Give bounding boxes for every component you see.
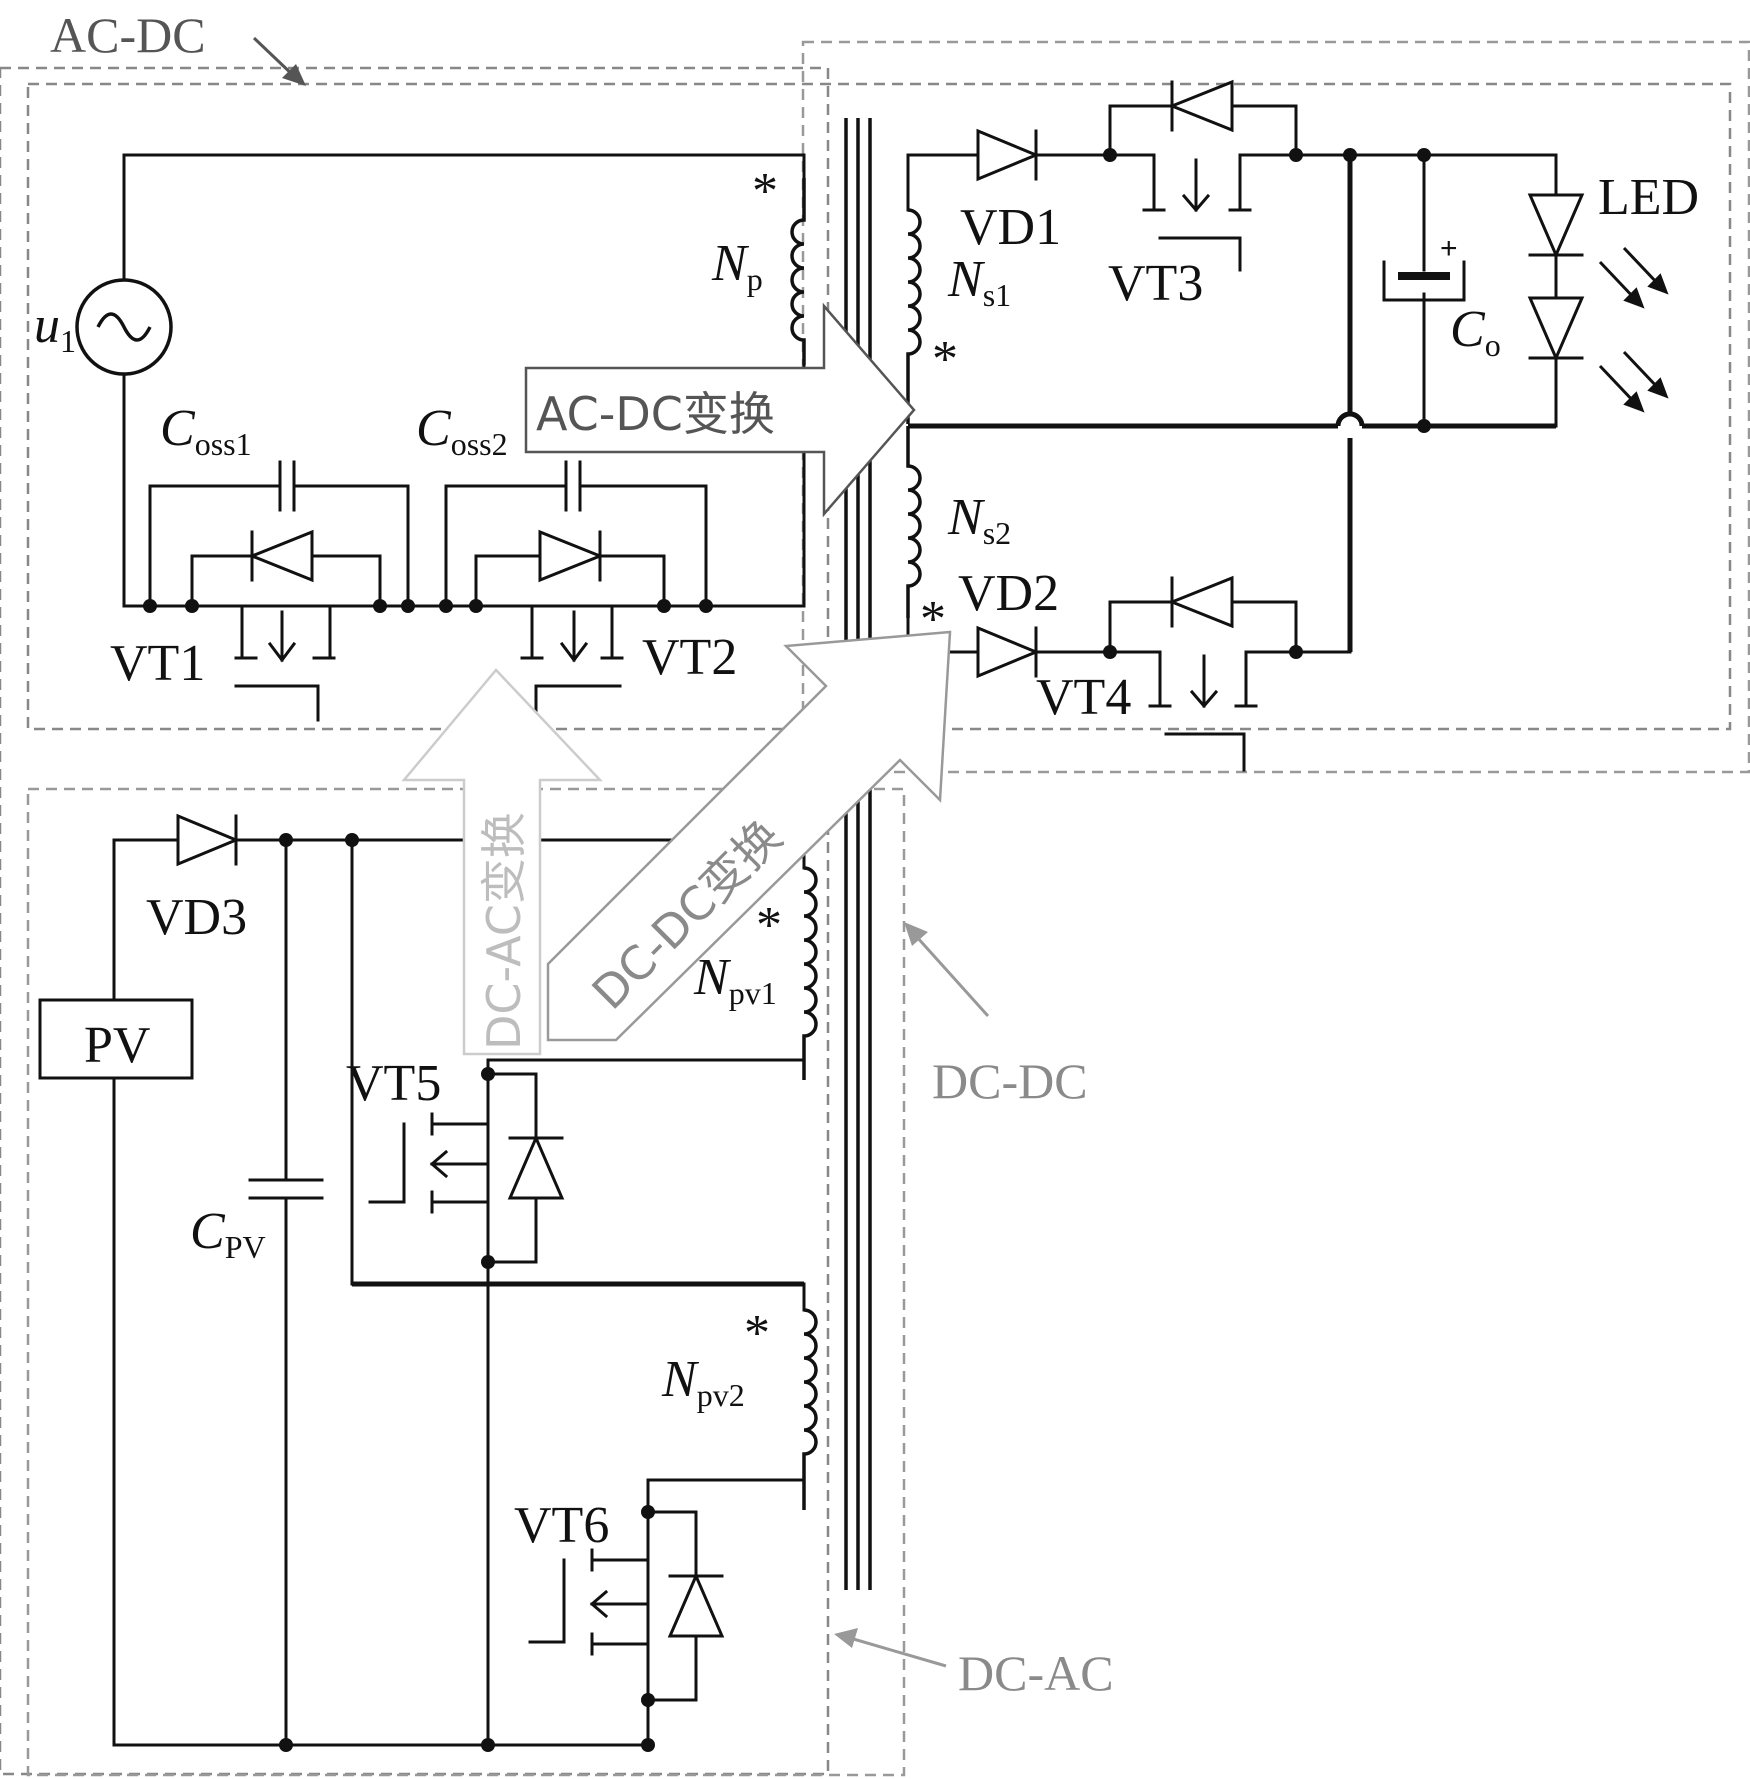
cpv-capacitor xyxy=(248,1178,324,1200)
ns2-winding xyxy=(906,426,922,618)
co-plus-mark: + xyxy=(1440,232,1458,265)
dc-dc-flow-arrow xyxy=(546,630,952,1042)
ac-dc-flow-arrow xyxy=(524,302,916,518)
ac-dc-flow-label: AC-DC变换 xyxy=(536,387,775,441)
vt1-label: VT1 xyxy=(110,635,205,692)
ns1-label: Ns1 xyxy=(947,251,1011,313)
dc-dc-pointer-arrow xyxy=(904,922,990,1018)
vt6-mosfet xyxy=(528,1510,725,1702)
dc-dc-block-label: DC-DC xyxy=(932,1053,1088,1109)
vd3-diode xyxy=(176,813,240,867)
vd1-label: VD1 xyxy=(960,199,1061,256)
dc-ac-pointer-arrow xyxy=(834,1628,947,1668)
npv2-dot-mark: * xyxy=(744,1305,770,1362)
ns1-winding xyxy=(906,208,922,424)
co-label: Co xyxy=(1450,301,1501,363)
ns1-dot-mark: * xyxy=(932,331,958,388)
vt1-body-diode xyxy=(190,529,382,608)
dc-ac-flow-label: DC-AC变换 xyxy=(477,812,531,1050)
coss1-label: Coss1 xyxy=(160,400,252,462)
co-capacitor xyxy=(1382,260,1466,302)
np-dot-mark: * xyxy=(752,163,778,220)
npv1-label: Npv1 xyxy=(693,949,777,1011)
vt2-mosfet xyxy=(520,604,624,722)
dc-ac-block-label: DC-AC xyxy=(958,1645,1114,1701)
vt4-mosfet xyxy=(1108,575,1298,772)
ac-dc-pointer-arrow xyxy=(252,36,306,86)
npv2-winding xyxy=(802,1308,818,1510)
pv-box-label: PV xyxy=(84,1017,150,1074)
vt5-mosfet xyxy=(368,1072,565,1264)
vt1-mosfet xyxy=(234,604,336,722)
ac-source xyxy=(75,278,173,376)
vd3-label: VD3 xyxy=(146,889,247,946)
vd2-diode xyxy=(976,625,1112,679)
cpv-label: CPV xyxy=(190,1203,266,1265)
primary-junctions xyxy=(143,599,713,613)
ac-dc-block-label: AC-DC xyxy=(50,7,206,63)
npv1-dot-mark: * xyxy=(756,897,782,954)
coss2-capacitor xyxy=(444,460,708,608)
np-label: Np xyxy=(711,235,763,297)
vt3-mosfet xyxy=(1108,79,1298,272)
vt2-body-diode xyxy=(474,529,666,608)
vt6-label: VT6 xyxy=(514,1497,609,1554)
region-ac-dc xyxy=(0,66,1732,1776)
pv-source-box xyxy=(38,998,194,1080)
vt5-label: VT5 xyxy=(346,1055,441,1112)
source-label: u1 xyxy=(34,297,76,359)
dc-ac-flow-arrow xyxy=(401,668,603,1056)
vd2-label: VD2 xyxy=(958,565,1059,622)
np-winding xyxy=(790,178,806,365)
led-string xyxy=(1527,193,1669,413)
coss1-capacitor xyxy=(148,460,410,608)
led-label: LED xyxy=(1598,169,1699,226)
vd1-diode xyxy=(976,128,1112,182)
secondary-junctions xyxy=(1103,148,1431,659)
npv2-label: Npv2 xyxy=(661,1351,745,1413)
pv-junctions xyxy=(279,833,655,1752)
ns2-label: Ns2 xyxy=(947,489,1011,551)
vt3-label: VT3 xyxy=(1108,255,1203,312)
vt2-label: VT2 xyxy=(642,629,737,686)
npv1-winding xyxy=(802,866,818,1080)
vt4-label: VT4 xyxy=(1036,669,1131,726)
region-dc-dc xyxy=(801,40,1750,774)
coss2-label: Coss2 xyxy=(416,400,508,462)
